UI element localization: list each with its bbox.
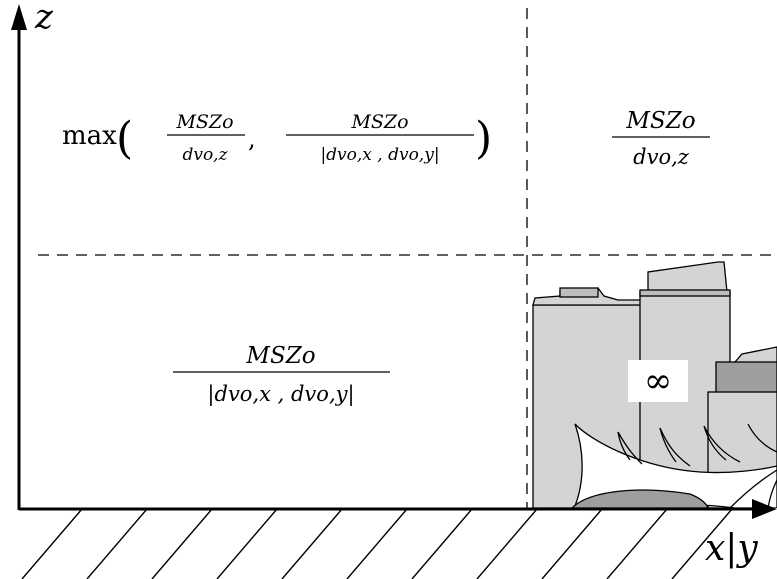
right-paren: ) (475, 113, 492, 164)
fraction-separator: , (248, 125, 256, 153)
fraction2-numerator: MSZo (350, 111, 408, 133)
x-y-axis-label: x|y (705, 528, 758, 569)
fraction2-denominator: |dvo,x , dvo,y| (320, 145, 439, 165)
left-paren: ( (116, 113, 133, 164)
formula-top-right: MSZo dvo,z (612, 108, 710, 169)
fraction-denominator: dvo,z (633, 145, 690, 169)
formula-top-left: max ( MSZo dvo,z , MSZo |dvo,x , dvo,y| … (62, 111, 492, 165)
max-operator: max (62, 121, 117, 151)
fraction-numerator: MSZo (245, 343, 315, 369)
z-axis-label: z (34, 0, 54, 37)
fraction-numerator: MSZo (625, 108, 695, 134)
infinity-symbol: ∞ (644, 361, 672, 401)
fraction1-numerator: MSZo (175, 111, 233, 133)
z-axis-arrowhead (11, 4, 27, 30)
formula-bottom-left: MSZo |dvo,x , dvo,y| (173, 343, 390, 407)
fraction1-denominator: dvo,z (182, 145, 228, 165)
fraction-denominator: |dvo,x , dvo,y| (207, 382, 354, 407)
ground-hatching (22, 509, 732, 579)
